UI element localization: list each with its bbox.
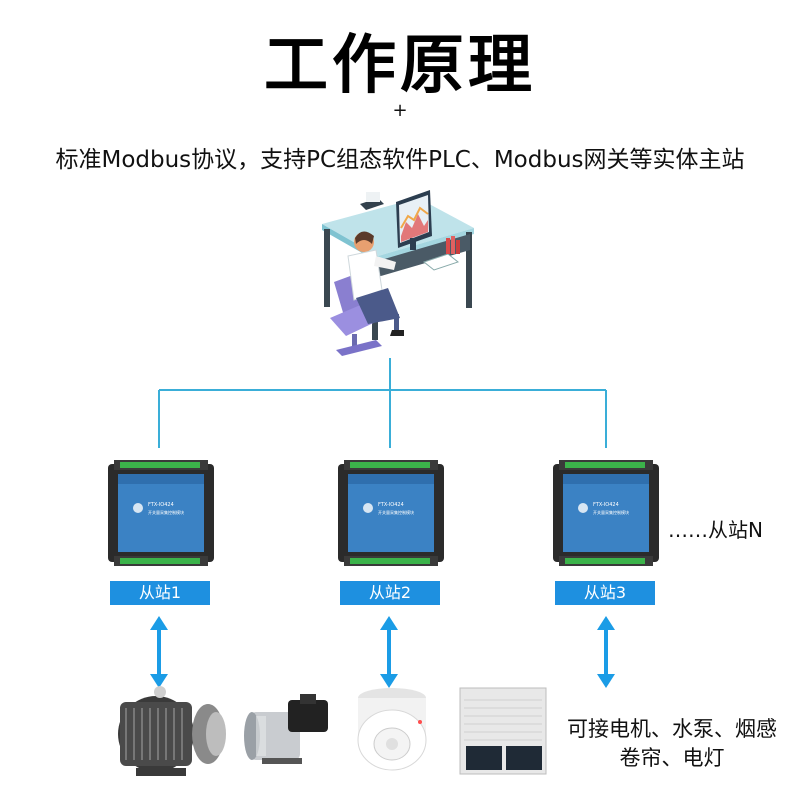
subtitle: 标准Modbus协议，支持PC组态软件PLC、Modbus网关等实体主站 <box>55 147 745 173</box>
plus-sign: + <box>392 100 408 121</box>
more-stations-label: ……从站N <box>668 518 763 542</box>
smoke-detector-icon <box>357 688 427 771</box>
devices-line-1: 可接电机、水泵、烟感 <box>567 717 777 741</box>
io-module-2: FTX-IO424 开关量采集控制模块 <box>338 460 444 566</box>
water-pump-icon <box>244 694 328 764</box>
module-subtitle: 开关量采集控制模块 <box>148 509 184 515</box>
motor-icon <box>118 686 226 776</box>
module-subtitle: 开关量采集控制模块 <box>378 509 414 515</box>
arrow-1 <box>150 616 168 688</box>
module-model: FTX-IO424 <box>593 502 619 508</box>
module-subtitle: 开关量采集控制模块 <box>593 509 629 515</box>
devices-description: 可接电机、水泵、烟感 卷帘、电灯 <box>556 715 788 773</box>
module-model: FTX-IO424 <box>378 502 404 508</box>
page-title: 工作原理 <box>264 29 536 103</box>
rolling-shutter-icon <box>459 687 547 775</box>
io-module-1: FTX-IO424 开关量采集控制模块 <box>108 460 214 566</box>
arrow-3 <box>597 616 615 688</box>
station-label-2: 从站2 <box>340 581 440 605</box>
station-label-3: 从站3 <box>555 581 655 605</box>
devices-line-2: 卷帘、电灯 <box>619 746 725 770</box>
arrow-2 <box>380 616 398 688</box>
module-model: FTX-IO424 <box>148 502 174 508</box>
io-module-3: FTX-IO424 开关量采集控制模块 <box>553 460 659 566</box>
station-label-1: 从站1 <box>110 581 210 605</box>
